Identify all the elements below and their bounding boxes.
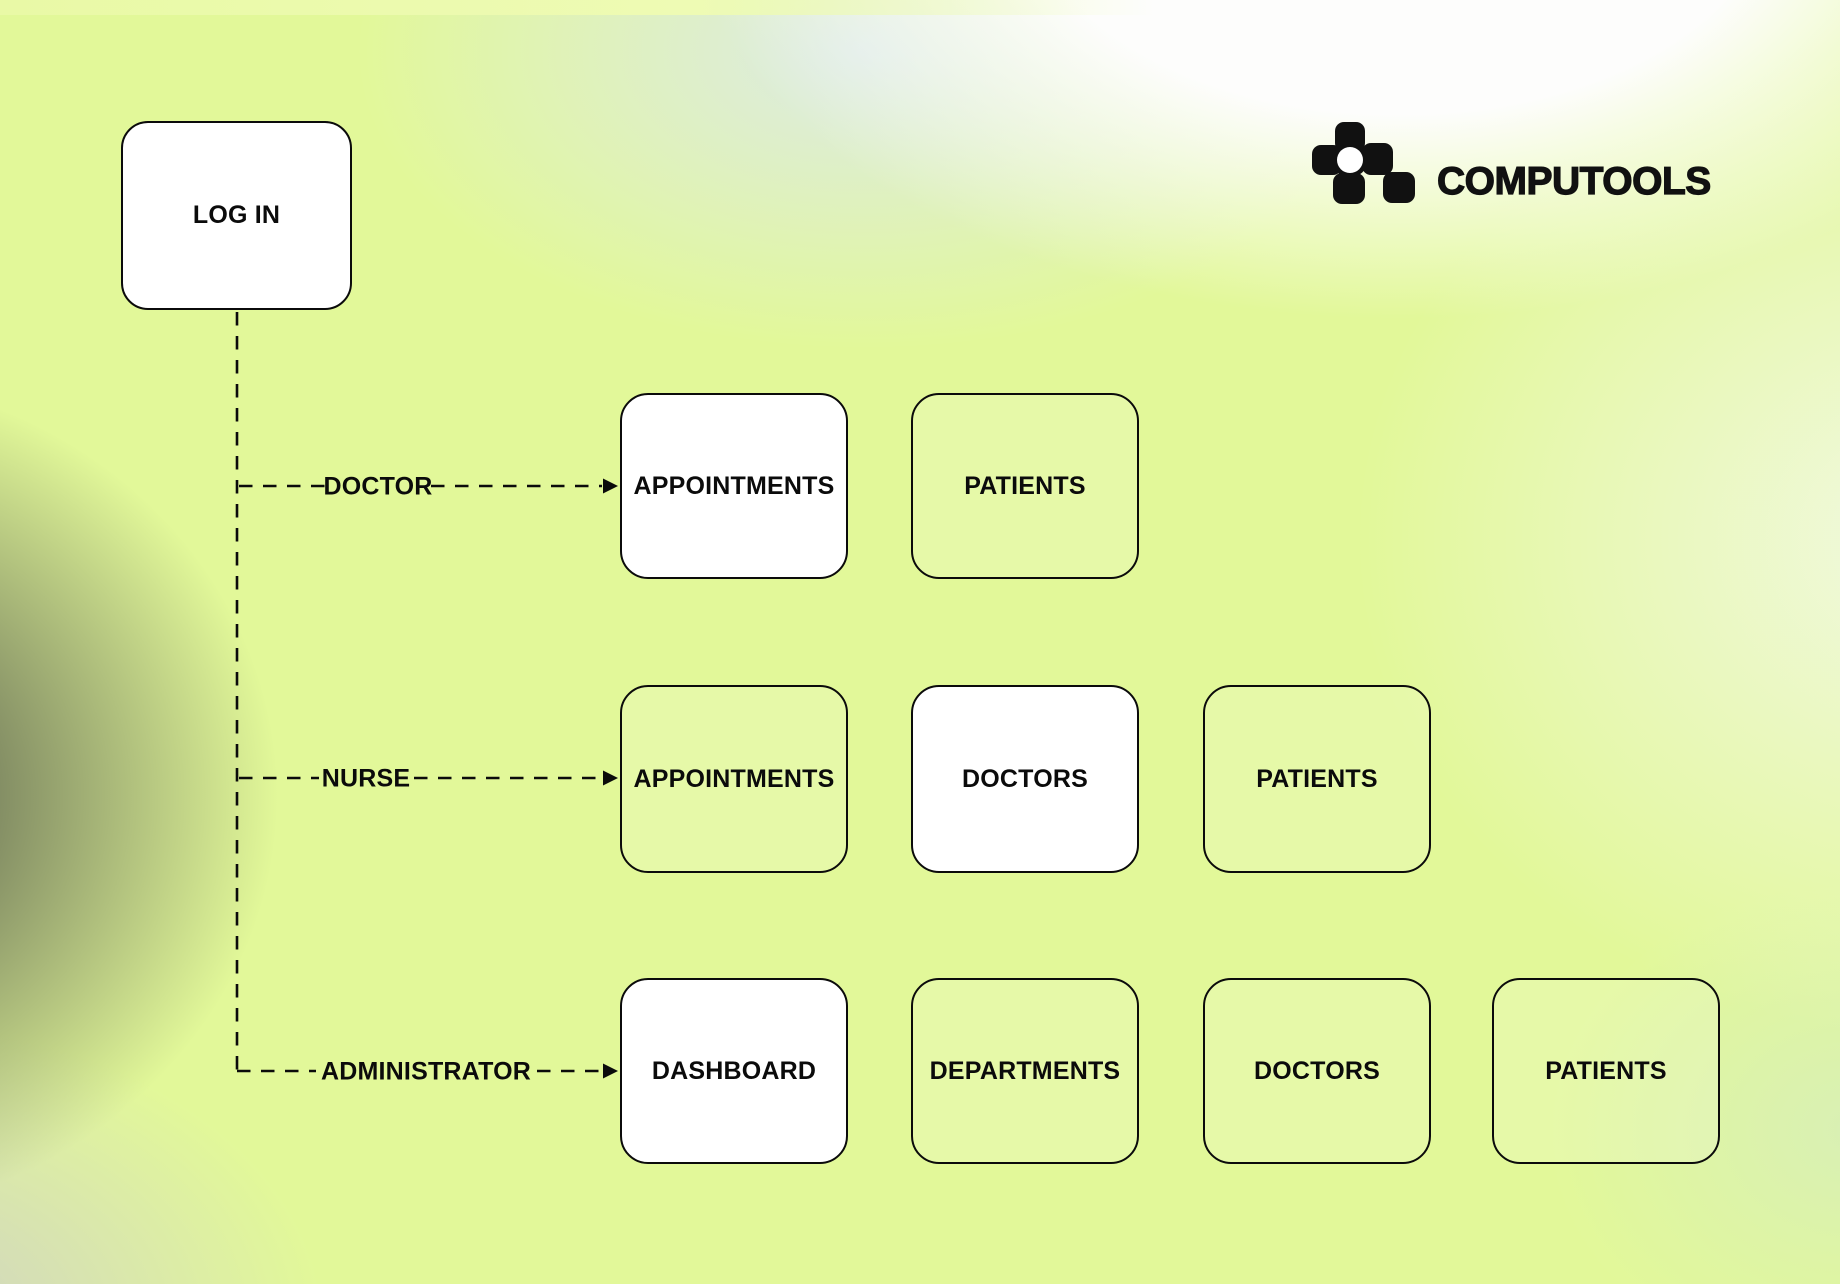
brand-lockup: COMPUTOOLS: [1312, 120, 1732, 204]
computools-logo-icon: [1312, 122, 1415, 204]
arrowhead-doctor-icon: [603, 478, 618, 494]
logo-white-dot: [1337, 147, 1363, 173]
top-edge-gradient-strip: [0, 0, 1155, 15]
node-log-in: LOG IN: [121, 121, 352, 310]
node-nurse-doctors: DOCTORS: [911, 685, 1139, 873]
logo-cell-left: [1312, 145, 1342, 175]
logo-cell-right: [1362, 143, 1393, 175]
logo-cell-bottom-right: [1383, 172, 1415, 203]
node-administrator-departments: DEPARTMENTS: [911, 978, 1139, 1164]
node-doctor-patients: PATIENTS: [911, 393, 1139, 579]
node-nurse-appointments: APPOINTMENTS: [620, 685, 848, 873]
logo-cell-top: [1335, 122, 1365, 152]
node-administrator-doctors: DOCTORS: [1203, 978, 1431, 1164]
role-label-doctor: DOCTOR: [323, 472, 433, 501]
node-nurse-patients: PATIENTS: [1203, 685, 1431, 873]
brand-wordmark: COMPUTOOLS: [1436, 160, 1711, 203]
node-administrator-patients: PATIENTS: [1492, 978, 1720, 1164]
node-administrator-dashboard: DASHBOARD: [620, 978, 848, 1164]
arrowhead-nurse-icon: [603, 770, 618, 786]
logo-cell-bottom: [1333, 173, 1365, 204]
role-label-administrator: ADMINISTRATOR: [321, 1057, 531, 1086]
role-label-nurse: NURSE: [321, 764, 411, 793]
arrowhead-administrator-icon: [603, 1063, 618, 1079]
node-doctor-appointments: APPOINTMENTS: [620, 393, 848, 579]
